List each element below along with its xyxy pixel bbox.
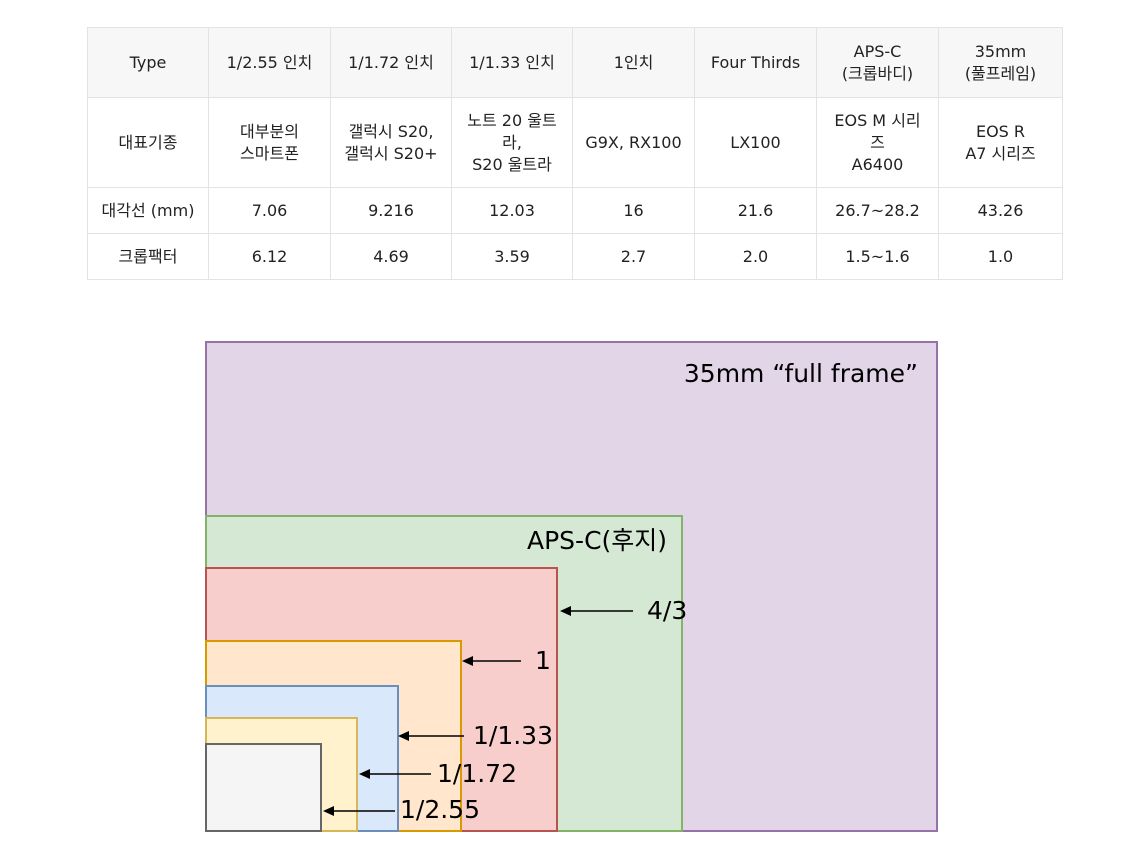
table-cell: 3.59 [451,233,573,280]
one-255-label: 1/2.55 [400,795,480,824]
pointer-arrows [323,606,633,816]
one-133-label: 1/1.33 [473,721,553,750]
table-cell: Four Thirds [694,27,817,98]
table-cell: 2.7 [572,233,695,280]
table-cell: 16 [572,187,695,234]
sensor-spec-table: Type 1/2.55 인치 1/1.72 인치 1/1.33 인치 1인치 F… [87,27,1063,280]
table-cell: 1.5~1.6 [816,233,939,280]
table-cell: APS-C (크롭바디) [816,27,939,98]
one-inch-label: 1 [535,646,551,675]
table-cell: EOS M 시리 즈 A6400 [816,97,939,188]
row-header-diagonal: 대각선 (mm) [87,187,209,234]
table-cell: 26.7~28.2 [816,187,939,234]
table-cell: 7.06 [208,187,331,234]
table-row-models: 대표기종 대부분의 스마트폰 갤럭시 S20, 갤럭시 S20+ 노트 20 울… [87,97,1063,188]
arrowhead-four-thirds [560,606,571,616]
table-cell: 1/1.72 인치 [330,27,452,98]
table-cell: 4.69 [330,233,452,280]
arrowhead-one-255 [323,806,334,816]
row-header-models: 대표기종 [87,97,209,188]
table-cell: 1.0 [938,233,1063,280]
apsc-label: APS-C(후지) [527,526,668,555]
table-row-type: Type 1/2.55 인치 1/1.72 인치 1/1.33 인치 1인치 F… [87,27,1063,98]
four-thirds-label: 4/3 [647,596,688,625]
row-header-crop-factor: 크롭팩터 [87,233,209,280]
table-cell: G9X, RX100 [572,97,695,188]
arrowhead-one-172 [359,769,370,779]
one-172-label: 1/1.72 [437,759,517,788]
table-cell: 21.6 [694,187,817,234]
arrowhead-one-133 [398,731,409,741]
table-cell: 35mm (풀프레임) [938,27,1063,98]
table-cell: LX100 [694,97,817,188]
table-cell: 6.12 [208,233,331,280]
table-cell: 43.26 [938,187,1063,234]
table-cell: 1/1.33 인치 [451,27,573,98]
table-cell: 노트 20 울트 라, S20 울트라 [451,97,573,188]
row-header-type: Type [87,27,209,98]
arrowhead-one-inch [462,656,473,666]
table-cell: 1/2.55 인치 [208,27,331,98]
table-cell: 12.03 [451,187,573,234]
table-row-crop-factor: 크롭팩터 6.12 4.69 3.59 2.7 2.0 1.5~1.6 1.0 [87,233,1063,280]
one-255-rect [205,743,322,832]
sensor-size-diagram: 35mm “full frame” APS-C(후지) 4/3 1 1/1.33… [205,341,938,832]
table-cell: 대부분의 스마트폰 [208,97,331,188]
full-frame-label: 35mm “full frame” [683,359,918,388]
table-cell: 9.216 [330,187,452,234]
table-row-diagonal: 대각선 (mm) 7.06 9.216 12.03 16 21.6 26.7~2… [87,187,1063,234]
table-cell: 2.0 [694,233,817,280]
table-cell: 갤럭시 S20, 갤럭시 S20+ [330,97,452,188]
table-cell: EOS R A7 시리즈 [938,97,1063,188]
table-cell: 1인치 [572,27,695,98]
